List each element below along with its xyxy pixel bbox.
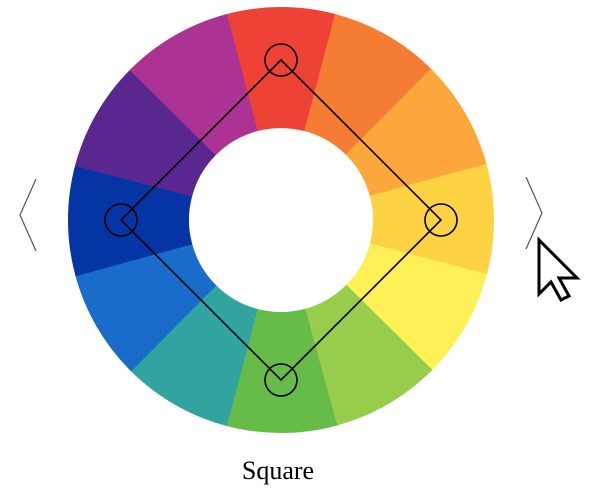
- wheel-segment-blue: [74, 243, 217, 372]
- wheel-segment-orange: [345, 68, 488, 197]
- wheel-segment-yellow-green: [304, 284, 433, 427]
- arrow-cursor-icon: [537, 236, 581, 302]
- wheel-segment-red-violet: [129, 13, 258, 156]
- wheel-segment-blue-green: [129, 284, 258, 427]
- wheel-segment-yellow-orange: [369, 163, 494, 277]
- chevron-left-icon: [19, 178, 37, 252]
- wheel-segment-yellow: [345, 243, 488, 372]
- scheme-marker-red[interactable]: [264, 43, 298, 77]
- scheme-name: Square: [241, 456, 315, 485]
- wheel-segment-blue-violet: [67, 163, 193, 277]
- previous-scheme-button[interactable]: [12, 175, 42, 255]
- square-scheme-overlay: [104, 43, 458, 397]
- wheel-segments: [67, 7, 494, 433]
- wheel-segment-red-orange: [304, 13, 433, 156]
- wheel-segment-green: [224, 308, 338, 433]
- scheme-marker-blue-violet[interactable]: [104, 203, 138, 237]
- wheel-segment-violet: [74, 68, 217, 197]
- scheme-marker-green[interactable]: [264, 363, 298, 397]
- scheme-marker-yellow-orange[interactable]: [424, 203, 458, 237]
- chevron-right-icon: [525, 176, 543, 250]
- wheel-segment-red: [224, 7, 338, 132]
- scheme-square-outline: [119, 58, 443, 382]
- next-scheme-button[interactable]: [518, 173, 548, 253]
